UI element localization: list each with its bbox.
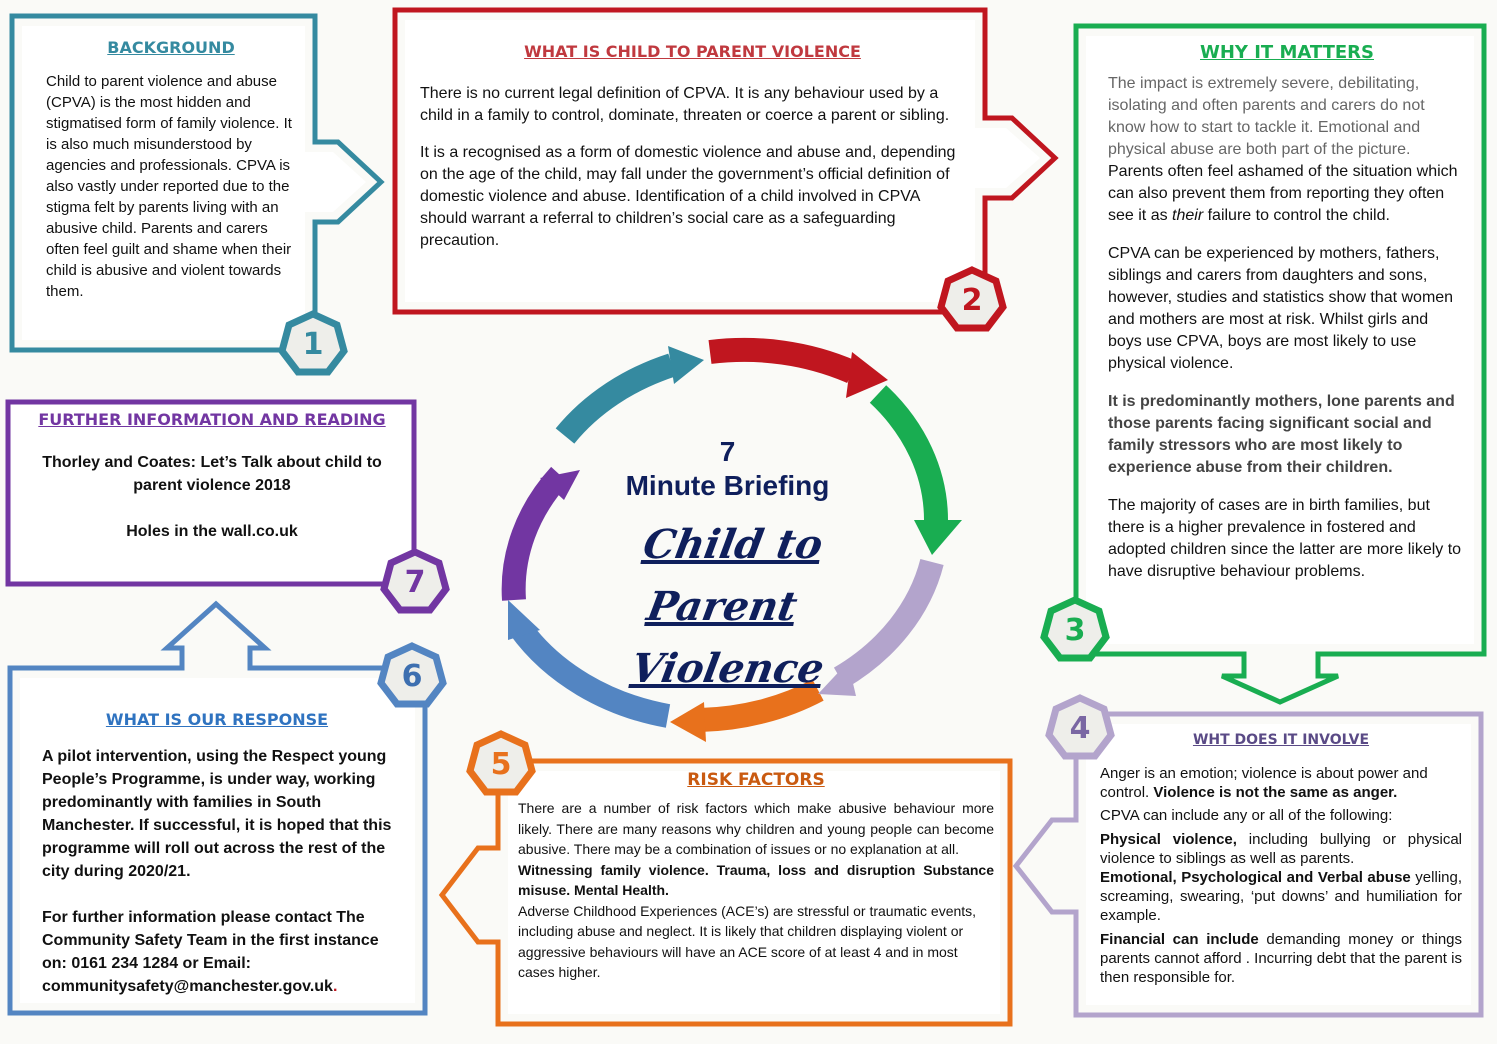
background-body: Child to parent violence and abuse (CPVA… xyxy=(46,73,292,300)
why-paragraph-3: It is predominantly mothers, lone parent… xyxy=(1108,393,1455,476)
involve-paragraph-1: Anger is an emotion; violence is about p… xyxy=(1100,764,1462,802)
involve-paragraph-2: CPVA can include any or all of the follo… xyxy=(1100,807,1393,824)
cycle-arrowhead-teal xyxy=(668,346,704,384)
risk-paragraph-1: There are a number of risk factors which… xyxy=(518,800,994,857)
badge-1: 1 xyxy=(278,310,348,380)
badge-2-number: 2 xyxy=(961,283,983,318)
further-reference-1: Thorley and Coates: Let’s Talk about chi… xyxy=(42,454,382,494)
center-minute-briefing: Minute Briefing xyxy=(625,470,830,501)
section-risk: RISK FACTORS There are a number of risk … xyxy=(518,770,994,983)
cycle-arrowhead-green xyxy=(914,520,962,555)
cycle-arrowhead-red xyxy=(846,352,888,398)
section-why: WHY IT MATTERS The impact is extremely s… xyxy=(1108,42,1466,583)
response-title: WHAT IS OUR RESPONSE xyxy=(105,710,329,729)
frame-what-is-arrow xyxy=(392,7,1059,315)
why-paragraph-1b: Parents often feel ashamed of the situat… xyxy=(1108,161,1466,227)
involve-emotional-text: yelling, screaming, swearing, ‘put downs… xyxy=(1100,869,1462,924)
cycle-arrow-red xyxy=(708,337,857,384)
section-what-is: WHAT IS CHILD TO PARENT VIOLENCE There i… xyxy=(420,42,965,252)
badge-4-number: 4 xyxy=(1069,711,1091,746)
risk-paragraph-2: Witnessing family violence. Trauma, loss… xyxy=(518,861,994,899)
further-reference-2: Holes in the wall.co.uk xyxy=(126,523,298,540)
further-title: FURTHER INFORMATION AND READING xyxy=(38,410,386,429)
what-is-paragraph-2: It is a recognised as a form of domestic… xyxy=(420,144,956,249)
section-background: BACKGROUND Child to parent violence and … xyxy=(46,38,296,302)
badge-4: 4 xyxy=(1045,694,1115,764)
involve-paragraph-5: Financial can include demanding money or… xyxy=(1100,930,1462,987)
why-title: WHY IT MATTERS xyxy=(1200,42,1374,63)
badge-5: 5 xyxy=(466,730,536,800)
section-further: FURTHER INFORMATION AND READING Thorley … xyxy=(24,410,400,543)
why-paragraph-2: CPVA can be experienced by mothers, fath… xyxy=(1108,245,1454,372)
badge-6-number: 6 xyxy=(401,659,423,694)
response-paragraph-2: For further information please contact T… xyxy=(42,906,392,998)
center-number: 7 xyxy=(719,436,736,467)
involve-physical-label: Physical violence, xyxy=(1100,831,1237,848)
involve-title: WHT DOES IT INVOLVE xyxy=(1192,732,1370,748)
cycle-arrowhead-purple xyxy=(540,470,580,500)
involve-emotional-label: Emotional, Psychological and Verbal abus… xyxy=(1100,869,1411,886)
section-involve: WHT DOES IT INVOLVE Anger is an emotion;… xyxy=(1100,732,1462,987)
what-is-title: WHAT IS CHILD TO PARENT VIOLENCE xyxy=(524,42,861,61)
background-title: BACKGROUND xyxy=(107,38,235,57)
why-paragraph-1b-emphasis: their xyxy=(1172,207,1204,224)
involve-paragraph-4: Emotional, Psychological and Verbal abus… xyxy=(1100,868,1462,925)
section-response: WHAT IS OUR RESPONSE A pilot interventio… xyxy=(42,710,392,998)
response-paragraph-1: A pilot intervention, using the Respect … xyxy=(42,748,392,880)
frame-why-arrow xyxy=(1073,23,1487,705)
risk-title: RISK FACTORS xyxy=(687,770,825,790)
why-paragraph-1b-end: failure to control the child. xyxy=(1203,207,1390,224)
badge-7-number: 7 xyxy=(404,565,426,600)
involve-paragraph-3: Physical violence, including bullying or… xyxy=(1100,830,1462,868)
frame-background-arrow xyxy=(9,13,385,353)
badge-2: 2 xyxy=(937,266,1007,336)
response-contact-text: For further information please contact T… xyxy=(42,909,379,995)
why-paragraph-1b-start: Parents often feel ashamed of the situat… xyxy=(1108,163,1458,224)
what-is-paragraph-1: There is no current legal definition of … xyxy=(420,85,950,124)
why-paragraph-4: The majority of cases are in birth famil… xyxy=(1108,497,1462,580)
center-title-block: 7 Minute Briefing Child to Parent Violen… xyxy=(560,436,895,700)
frame-response-arrow xyxy=(7,600,428,1016)
involve-paragraph-1-bold: Violence is not the same as anger. xyxy=(1153,784,1398,801)
badge-7: 7 xyxy=(380,548,450,618)
response-contact-period: . xyxy=(332,978,338,995)
frame-involve-arrow xyxy=(1012,711,1484,1018)
badge-3-number: 3 xyxy=(1064,613,1086,648)
badge-6: 6 xyxy=(377,642,447,712)
cycle-arrow-orange xyxy=(699,679,824,732)
cycle-arrowhead-orange xyxy=(670,702,706,742)
frame-risk-arrow xyxy=(438,758,1013,1027)
involve-financial-text: demanding money or things parents cannot… xyxy=(1100,931,1462,986)
center-script-line-1: Child to Parent xyxy=(639,521,827,630)
cycle-arrow-green xyxy=(869,385,948,521)
cycle-arrowhead-blue xyxy=(508,600,540,640)
badge-3: 3 xyxy=(1040,596,1110,666)
badge-1-number: 1 xyxy=(302,327,324,362)
center-script-line-2: Violence xyxy=(627,645,828,692)
badge-5-number: 5 xyxy=(490,747,512,782)
cycle-arrow-teal xyxy=(555,353,676,444)
involve-physical-text: including bullying or physical violence … xyxy=(1100,831,1462,867)
risk-paragraph-3: Adverse Childhood Experiences (ACE’s) ar… xyxy=(518,902,977,981)
involve-paragraph-1-start: Anger is an emotion; violence is about p… xyxy=(1100,765,1428,801)
involve-financial-label: Financial can include xyxy=(1100,931,1259,948)
cycle-arrowhead-lavender xyxy=(818,662,856,696)
cycle-arrow-purple xyxy=(501,466,569,601)
frame-further xyxy=(5,399,417,587)
cycle-arrow-blue xyxy=(510,620,671,728)
cycle-arrow-lavender xyxy=(833,558,944,689)
why-paragraph-1a: The impact is extremely severe, debilita… xyxy=(1108,75,1425,158)
